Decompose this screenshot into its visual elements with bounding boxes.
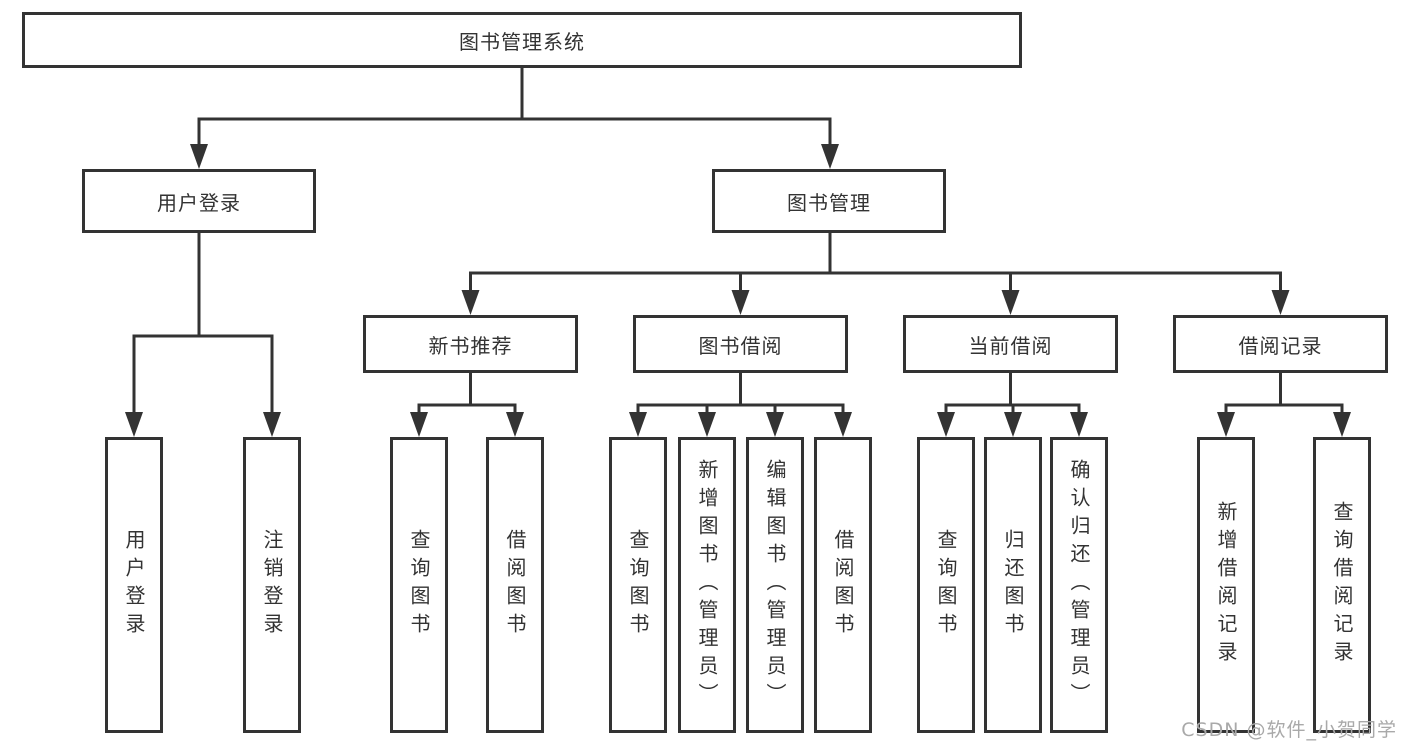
leaf-label: 归还图书 xyxy=(1001,529,1025,641)
arrowhead xyxy=(629,412,647,437)
leaf-confirm-return-admin: 确认归还（管理员） xyxy=(1050,437,1108,733)
leaf-user-login: 用户登录 xyxy=(105,437,163,733)
connector-user-login xyxy=(125,230,281,437)
arrowhead xyxy=(1333,412,1351,437)
arrowhead xyxy=(461,290,480,315)
leaf-add-borrow-record: 新增借阅记录 xyxy=(1197,437,1255,733)
arrowhead xyxy=(190,144,208,169)
csdn-watermark: CSDN @软件_小贺同学 xyxy=(1181,719,1397,741)
leaf-logout: 注销登录 xyxy=(243,437,301,733)
node-user-login: 用户登录 xyxy=(82,169,316,233)
arrowhead xyxy=(1070,412,1088,437)
arrowhead xyxy=(766,412,784,437)
leaf-query-books-borrow: 查询图书 xyxy=(609,437,667,733)
leaf-label: 新增借阅记录 xyxy=(1214,501,1238,669)
leaf-return-books: 归还图书 xyxy=(984,437,1042,733)
leaf-query-books-current: 查询图书 xyxy=(917,437,975,733)
arrowhead xyxy=(263,412,281,437)
node-new-book-recommend: 新书推荐 xyxy=(363,315,578,373)
arrowhead xyxy=(698,412,716,437)
arrowhead xyxy=(1271,290,1290,315)
leaf-add-books-admin: 新增图书（管理员） xyxy=(678,437,736,733)
leaf-edit-books-admin: 编辑图书（管理员） xyxy=(746,437,804,733)
arrowhead xyxy=(125,412,143,437)
arrowhead xyxy=(937,412,955,437)
arrowhead xyxy=(1004,412,1022,437)
arrowhead xyxy=(821,144,839,169)
connector-book-management xyxy=(461,230,1290,315)
node-label: 当前借阅 xyxy=(968,333,1053,358)
arrowhead xyxy=(1217,412,1235,437)
leaf-label: 查询借阅记录 xyxy=(1330,501,1354,669)
leaf-label: 借阅图书 xyxy=(503,529,527,641)
leaf-label: 用户登录 xyxy=(122,529,146,641)
leaf-label: 查询图书 xyxy=(934,529,958,641)
connector-borrow-records xyxy=(1217,371,1351,437)
arrowhead xyxy=(1001,290,1020,315)
leaf-label: 新增图书（管理员） xyxy=(695,459,719,711)
node-book-management: 图书管理 xyxy=(712,169,946,233)
leaf-query-borrow-record: 查询借阅记录 xyxy=(1313,437,1371,733)
connector-new-book-recommend xyxy=(410,371,524,437)
node-label: 新书推荐 xyxy=(428,333,513,358)
leaf-query-books-recommend: 查询图书 xyxy=(390,437,448,733)
leaf-borrow-books-recommend: 借阅图书 xyxy=(486,437,544,733)
leaf-label: 借阅图书 xyxy=(831,529,855,641)
node-current-borrow: 当前借阅 xyxy=(903,315,1118,373)
connector-current-borrow xyxy=(937,371,1088,437)
connector-root xyxy=(190,65,839,169)
node-borrow-records: 借阅记录 xyxy=(1173,315,1388,373)
node-label: 图书管理系统 xyxy=(459,29,585,54)
connector-book-borrow xyxy=(629,371,852,437)
leaf-label: 编辑图书（管理员） xyxy=(763,459,787,711)
node-root-system: 图书管理系统 xyxy=(22,12,1022,68)
node-book-borrow: 图书借阅 xyxy=(633,315,848,373)
leaf-label: 注销登录 xyxy=(260,529,284,641)
leaf-label: 查询图书 xyxy=(626,529,650,641)
arrowhead xyxy=(731,290,750,315)
node-label: 图书借阅 xyxy=(698,333,783,358)
leaf-borrow-books: 借阅图书 xyxy=(814,437,872,733)
node-label: 图书管理 xyxy=(787,190,871,215)
node-label: 借阅记录 xyxy=(1238,333,1323,358)
arrowhead xyxy=(834,412,852,437)
leaf-label: 查询图书 xyxy=(407,529,431,641)
arrowhead xyxy=(410,412,428,437)
node-label: 用户登录 xyxy=(157,190,241,215)
arrowhead xyxy=(506,412,524,437)
leaf-label: 确认归还（管理员） xyxy=(1067,459,1091,711)
